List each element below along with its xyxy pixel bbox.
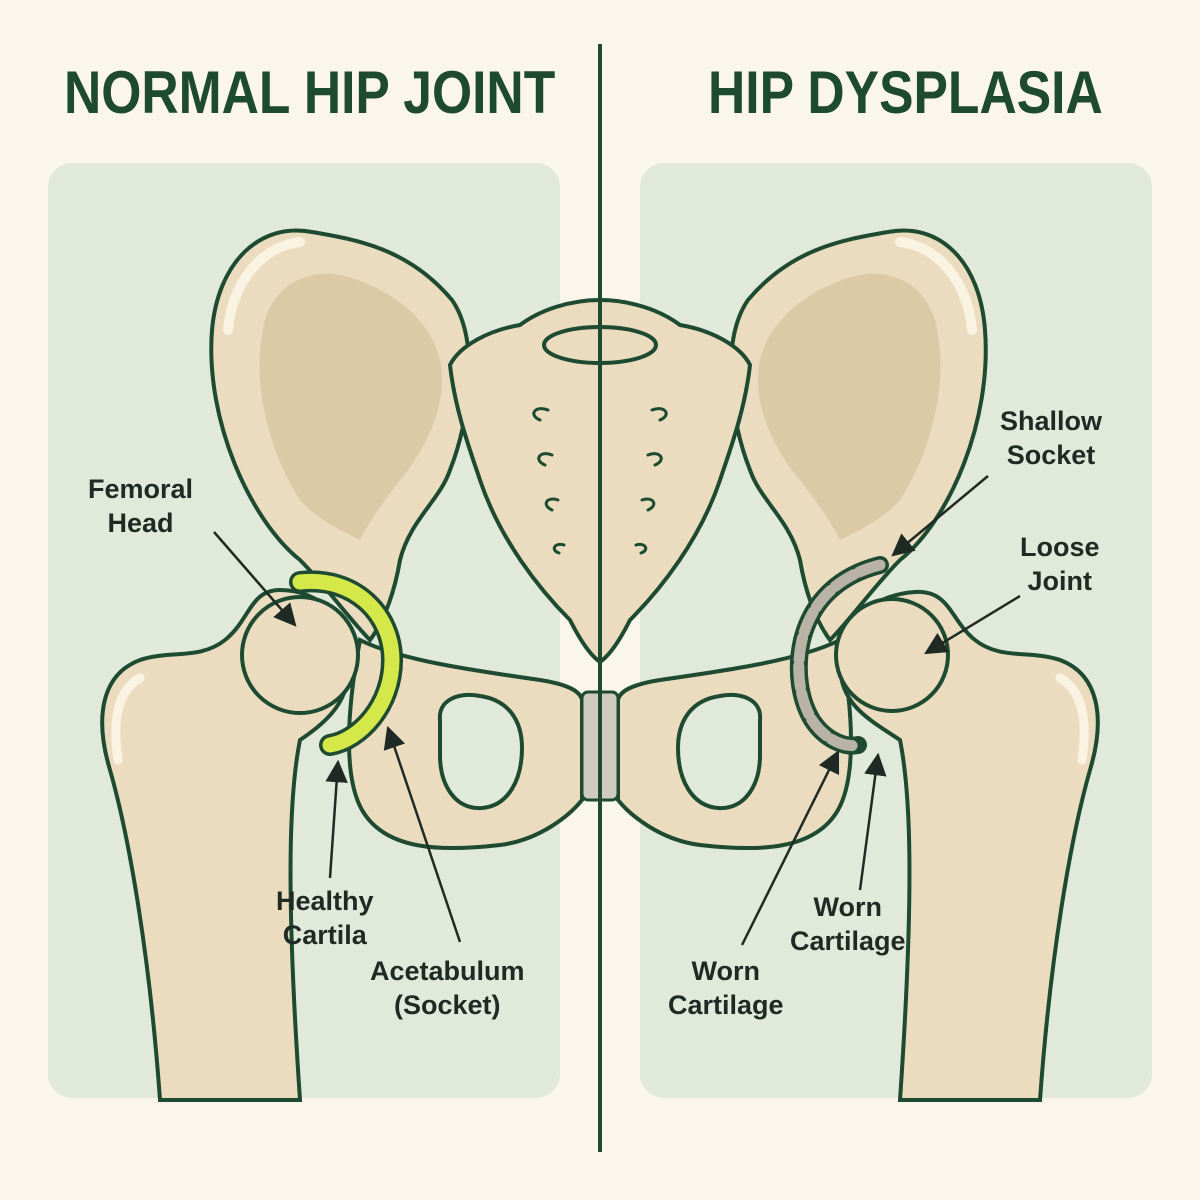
worn-cartilage-left-arrow	[740, 749, 840, 946]
left-femur	[100, 587, 353, 1102]
left-femoral-head	[240, 595, 360, 715]
normal-hip-title: NORMAL HIP JOINT	[64, 59, 556, 126]
right-femoral-head	[834, 597, 950, 713]
femoral-head-arrow	[213, 531, 297, 627]
healthy-cartilage-arrow	[325, 759, 348, 879]
worn-cartilage-right-label: Worn Cartilage	[790, 892, 906, 956]
left-greater-trochanter-highlight	[111, 673, 145, 765]
dysplasia-title: HIP DYSPLASIA	[708, 59, 1103, 126]
shallow-socket-arrow	[891, 475, 989, 557]
worn-cartilage-right-arrow	[858, 752, 887, 891]
shallow-socket-label: Shallow Socket	[1000, 406, 1103, 470]
left-iliac-highlight	[223, 237, 305, 335]
loose-joint-arrow	[924, 594, 1021, 655]
left-obturator-foramen	[437, 693, 525, 811]
acetabulum-label: Acetabulum (Socket)	[370, 956, 525, 1020]
left-iliac-fossa	[259, 273, 442, 540]
healthy-cartilage-label: Healthy Cartila	[276, 886, 374, 950]
femoral-head-label: Femoral Head	[88, 474, 194, 538]
sacral-foramina	[532, 407, 668, 555]
right-iliac-highlight	[895, 237, 977, 335]
right-iliac-fossa	[758, 273, 941, 540]
worn-cartilage-fill	[793, 559, 886, 752]
acetabulum-arrow	[383, 725, 462, 943]
loose-joint-label: Loose Joint	[1020, 532, 1100, 596]
healthy-cartilage-fill	[292, 573, 400, 753]
right-obturator-foramen	[675, 693, 763, 811]
right-femur	[837, 589, 1100, 1102]
worn-cartilage-left-label: Worn Cartilage	[668, 956, 784, 1020]
right-greater-trochanter-highlight	[1055, 673, 1089, 765]
